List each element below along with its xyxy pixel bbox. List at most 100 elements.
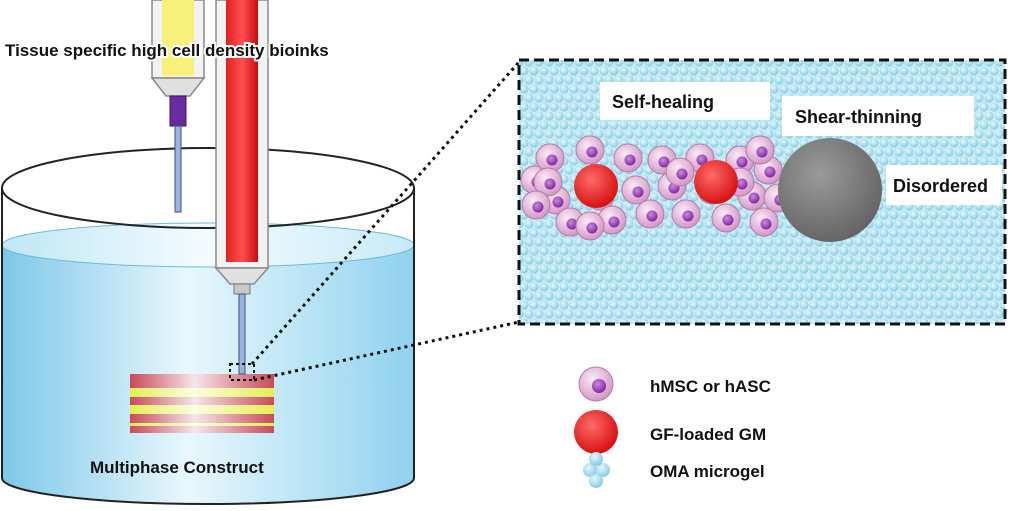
microgel-particle	[829, 264, 839, 274]
microgel-particle	[564, 129, 574, 139]
microgel-particle	[654, 273, 664, 283]
microgel-particle	[774, 147, 784, 157]
microgel-particle	[604, 309, 614, 319]
microgel-particle	[549, 282, 559, 292]
microgel-particle	[599, 156, 609, 166]
microgel-particle	[779, 228, 789, 238]
microgel-particle	[994, 75, 1004, 85]
microgel-particle	[574, 255, 584, 265]
microgel-particle	[534, 75, 544, 85]
microgel-particle	[554, 291, 564, 301]
microgel-particle	[759, 246, 769, 256]
microgel-particle	[934, 75, 944, 85]
microgel-particle	[929, 282, 939, 292]
microgel-particle	[964, 237, 974, 247]
microgel-particle	[584, 291, 594, 301]
microgel-particle	[584, 273, 594, 283]
microgel-particle	[824, 273, 834, 283]
microgel-particle	[699, 264, 709, 274]
microgel-particle	[714, 255, 724, 265]
microgel-particle	[934, 60, 944, 67]
microgel-particle	[764, 273, 774, 283]
microgel-particle	[809, 246, 819, 256]
microgel-particle	[879, 156, 889, 166]
microgel-particle	[864, 60, 874, 67]
microgel-particle	[544, 60, 554, 67]
microgel-particle	[834, 75, 844, 85]
microgel-particle	[834, 273, 844, 283]
microgel-particle	[894, 237, 904, 247]
microgel-particle	[534, 291, 544, 301]
legend-item: OMA microgel	[583, 452, 765, 488]
microgel-particle	[524, 147, 534, 157]
cell-nucleus	[608, 216, 620, 228]
microgel-particle	[579, 102, 589, 112]
microgel-particle	[704, 219, 714, 229]
cell-icon	[578, 366, 614, 402]
microgel-particle	[994, 291, 1004, 301]
microgel-particle	[564, 291, 574, 301]
microgel-particle	[889, 228, 899, 238]
microgel-particle	[539, 246, 549, 256]
microgel-particle	[659, 120, 669, 130]
microgel-particle	[634, 60, 644, 67]
microgel-particle	[729, 120, 739, 130]
microgel-particle	[799, 264, 809, 274]
microgel-particle	[934, 309, 944, 319]
cell-nucleus	[676, 168, 688, 180]
microgel-particle	[904, 75, 914, 85]
microgel-particle	[889, 156, 899, 166]
microgel-particle	[839, 264, 849, 274]
microgel-particle	[694, 273, 704, 283]
microgel-particle	[564, 111, 574, 121]
microgel-particle	[929, 210, 939, 220]
microgel-particle	[944, 219, 954, 229]
microgel-particle	[519, 138, 529, 148]
microgel-particle	[539, 66, 549, 76]
microgel-particle	[919, 66, 929, 76]
microgel-particle	[784, 309, 794, 319]
microgel-particle	[899, 210, 909, 220]
microgel-particle	[959, 246, 969, 256]
microgel-particle	[664, 201, 674, 211]
microgel-particle	[954, 75, 964, 85]
microgel-particle	[544, 219, 554, 229]
microgel-particle	[859, 300, 869, 310]
microgel-particle	[544, 237, 554, 247]
legend-label: GF-loaded GM	[650, 425, 766, 444]
microgel-particle	[519, 282, 529, 292]
microgel-particle	[974, 237, 984, 247]
cell-nucleus	[696, 154, 708, 166]
microgel-particle	[744, 237, 754, 247]
microgel-particle	[569, 66, 579, 76]
microgel-particle	[959, 156, 969, 166]
microgel-particle	[739, 264, 749, 274]
microgel-particle	[924, 309, 934, 319]
microgel-particle	[549, 102, 559, 112]
microgel-particle	[869, 246, 879, 256]
microgel-particle	[829, 282, 839, 292]
cell-nucleus	[646, 210, 658, 222]
microgel-particle	[579, 264, 589, 274]
microgel-particle	[939, 264, 949, 274]
microgel-particle	[864, 291, 874, 301]
microgel-particle	[674, 147, 684, 157]
microgel-particle	[994, 273, 1004, 283]
microgel-particle	[579, 66, 589, 76]
microgel-particle	[524, 111, 534, 121]
microgel-particle	[939, 300, 949, 310]
microgel-particle	[809, 282, 819, 292]
microgel-particle	[519, 156, 529, 166]
cell-nucleus	[736, 178, 748, 190]
cell-nucleus	[764, 166, 776, 178]
microgel-particle	[974, 219, 984, 229]
microgel-particle	[864, 75, 874, 85]
construct-layer-yellow	[130, 388, 274, 397]
microgel-particle	[984, 147, 994, 157]
microgel-particle	[554, 60, 564, 67]
microgel-particle	[539, 120, 549, 130]
microgel-particle	[964, 147, 974, 157]
microgel-particle	[724, 291, 734, 301]
microgel-particle	[834, 291, 844, 301]
legend-item: hMSC or hASC	[578, 366, 771, 402]
